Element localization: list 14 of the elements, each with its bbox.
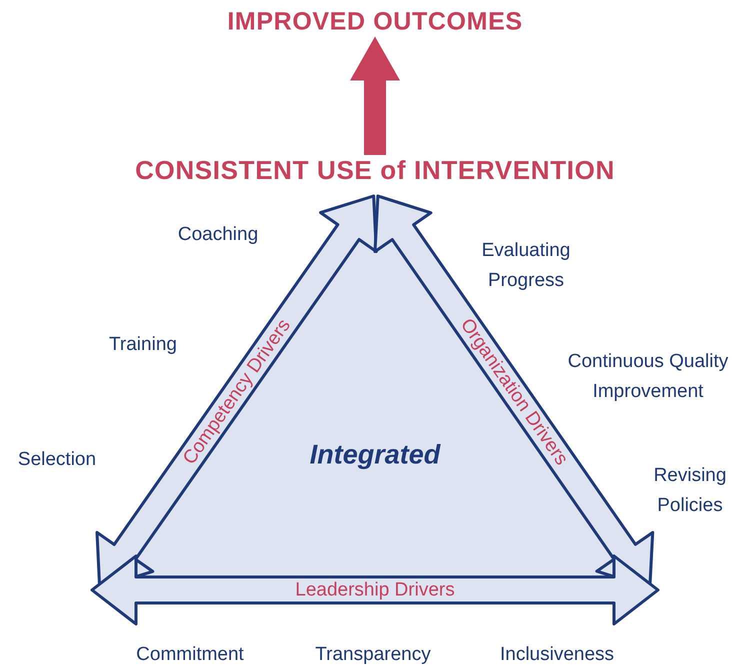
- driver-component-label: Transparency: [314, 643, 432, 667]
- driver-component-label: Training: [108, 333, 178, 357]
- outcome-heading: IMPROVED OUTCOMES: [227, 10, 523, 34]
- driver-component-label: Evaluating Progress: [480, 239, 572, 293]
- driver-component-label: Inclusiveness: [498, 643, 616, 667]
- center-label: Integrated: [310, 442, 440, 468]
- intervention-heading: CONSISTENT USE of INTERVENTION: [135, 157, 615, 183]
- driver-component-label: Coaching: [176, 223, 260, 247]
- driver-component-label: Revising Policies: [652, 464, 728, 518]
- driver-component-label: Continuous Quality Improvement: [566, 350, 730, 404]
- driver-component-label: Selection: [16, 448, 98, 472]
- arrow: [350, 36, 400, 155]
- driver-label: Leadership Drivers: [295, 580, 455, 600]
- driver-component-label: Commitment: [135, 643, 245, 667]
